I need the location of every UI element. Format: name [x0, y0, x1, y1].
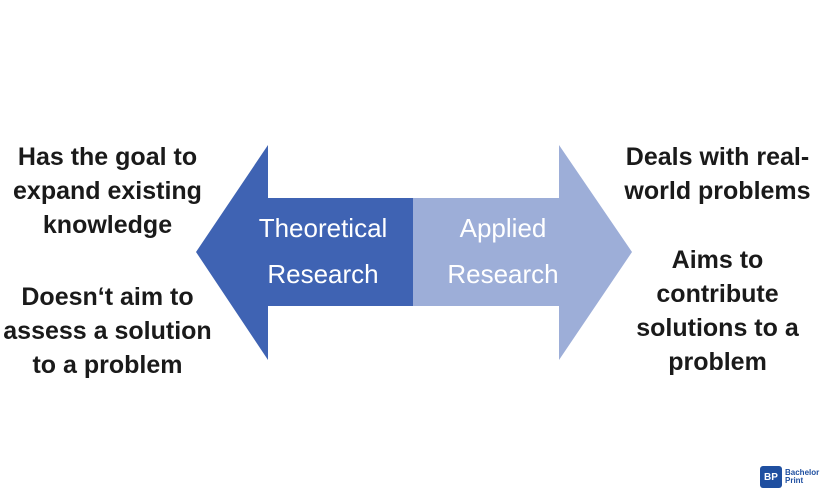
text-line: contribute — [656, 280, 779, 308]
text-line: Doesn‘t aim to — [21, 283, 194, 311]
text-line: problem — [668, 348, 767, 376]
label-line: Theoretical — [258, 213, 388, 243]
applied-arrow-half — [413, 145, 632, 360]
logo-text-line2: Print — [785, 476, 804, 485]
text-line: expand existing — [13, 177, 202, 205]
text-line: to a problem — [32, 351, 183, 379]
text-line: solutions to a — [636, 314, 799, 342]
label-line: Research — [447, 259, 559, 289]
logo-text: Bachelor Print — [785, 469, 819, 485]
text-line: assess a solution — [3, 317, 212, 345]
label-line: Applied — [459, 213, 547, 243]
theoretical-research-label: Theoretical Research — [238, 205, 408, 297]
applied-description-2: Aims to contribute solutions to a proble… — [610, 243, 825, 379]
text-line: Aims to — [671, 246, 764, 274]
text-line: Deals with real- — [625, 143, 810, 171]
text-line: knowledge — [42, 211, 173, 239]
theoretical-description-1: Has the goal to expand existing knowledg… — [0, 140, 215, 242]
text-line: world problems — [624, 177, 811, 205]
theoretical-arrow-half — [196, 145, 413, 360]
applied-description-1: Deals with real- world problems — [610, 140, 825, 208]
applied-research-label: Applied Research — [418, 205, 588, 297]
logo-mark-icon: BP — [760, 466, 782, 488]
bachelorprint-logo: BP Bachelor Print — [760, 466, 819, 488]
theoretical-description-2: Doesn‘t aim to assess a solution to a pr… — [0, 280, 215, 382]
text-line: Has the goal to — [17, 143, 198, 171]
logo-text-line1: Bachelor — [785, 468, 820, 477]
label-line: Research — [267, 259, 379, 289]
